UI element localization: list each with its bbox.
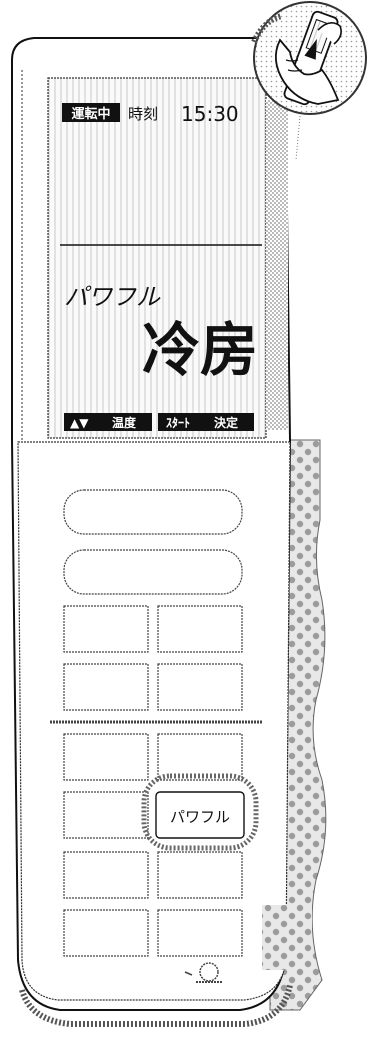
grid-button-9[interactable] <box>63 851 149 899</box>
grid-button-7[interactable] <box>63 791 149 839</box>
grid-button-1[interactable] <box>63 605 149 653</box>
long-button-2[interactable] <box>63 549 243 595</box>
footer-left-text: 温度 <box>112 415 137 430</box>
clock-display: 15:30 <box>181 102 239 126</box>
grid-button-4[interactable] <box>157 663 243 711</box>
grid-button-12[interactable] <box>157 909 243 957</box>
grid-button-5[interactable] <box>63 733 149 781</box>
time-label: 時刻 <box>128 105 158 123</box>
footer-right-badge <box>158 413 254 431</box>
footer-right-text: 決定 <box>214 415 238 430</box>
powerful-button-label: パワフル <box>170 808 230 826</box>
remote-bottom-band <box>19 984 293 1027</box>
brand-logo-icon <box>184 962 222 983</box>
hand-holding-remote-icon <box>251 1 367 115</box>
mode-main: 冷房 <box>142 316 258 384</box>
powerful-button[interactable] <box>155 791 245 839</box>
status-badge-text: 運転中 <box>71 106 110 122</box>
display-side-strip <box>266 100 288 430</box>
grid-button-3[interactable] <box>63 663 149 711</box>
grid-button-2[interactable] <box>157 605 243 653</box>
long-button-1[interactable] <box>63 489 243 535</box>
inset-pointer <box>295 115 301 161</box>
display-panel <box>47 77 267 439</box>
powerful-button-highlight <box>141 773 259 851</box>
grid-button-6[interactable] <box>157 733 243 781</box>
footer-left-badge <box>64 413 152 431</box>
grid-button-11[interactable] <box>63 909 149 957</box>
bottom-dotted-block <box>262 905 312 970</box>
mode-prefix: パワフル <box>64 283 161 311</box>
footer-right-prefix: ｽﾀｰﾄ <box>166 415 190 430</box>
grid-button-10[interactable] <box>157 851 243 899</box>
status-badge <box>62 103 120 122</box>
footer-left-arrows: ▲▼ <box>70 416 89 430</box>
